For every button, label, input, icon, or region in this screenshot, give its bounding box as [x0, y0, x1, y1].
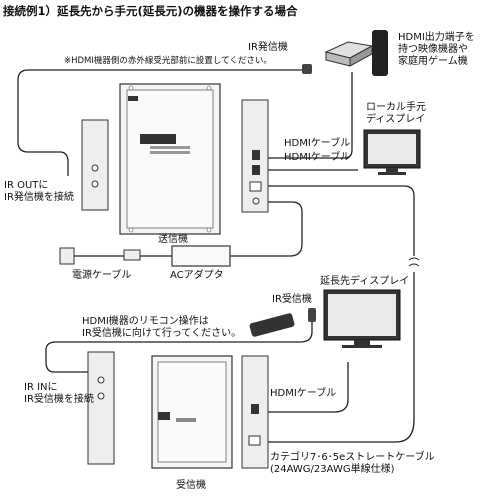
- hdmi-cable-label-2: HDMIケーブル: [284, 152, 351, 163]
- remote-display-label: 延長先ディスプレイ: [320, 276, 410, 287]
- hdmi-cable-label-1: HDMIケーブル: [284, 138, 351, 149]
- ir-in-label-2: IR受信機を接続: [24, 394, 94, 405]
- remote-note-1: HDMI機器のリモコン操作は: [82, 316, 209, 327]
- ir-emitter-cable: [17, 69, 302, 176]
- ac-adapter-label: ACアダプタ: [170, 270, 224, 281]
- ir-out-label-2: IR発信機を接続: [4, 192, 74, 203]
- lan-cable-long-2: [268, 272, 415, 443]
- lan-cable-long: [268, 185, 415, 256]
- remote-note-2: IR受信機に向けて行ってください。: [82, 328, 242, 339]
- ir-emitter-label: IR発信機: [248, 42, 288, 53]
- hdmi-source-label-3: 家庭用ゲーム機: [398, 56, 468, 67]
- power-cable: [230, 201, 303, 257]
- transmitter-unit: [81, 83, 269, 235]
- ir-emitter-device: [302, 64, 312, 74]
- hdmi-source-device: [324, 30, 388, 76]
- cables: [17, 69, 415, 443]
- cable-break-mark: [408, 257, 420, 267]
- cat-cable-label-2: (24AWG/23AWG単線仕様): [270, 464, 395, 475]
- transmitter-label: 送信機: [158, 234, 188, 245]
- ir-in-label-1: IR INに: [24, 382, 58, 393]
- ir-receiver-label: IR受信機: [272, 294, 312, 305]
- hdmi-cable-remote-display: [266, 362, 349, 413]
- remote-control: [249, 313, 295, 337]
- local-display: [363, 129, 421, 175]
- power-cable-label: 電源ケーブル: [72, 270, 132, 281]
- ir-emitter-note: ※HDMI機器側の赤外線受光部前に設置してください。: [64, 56, 272, 66]
- ac-adapter-device: [59, 245, 231, 267]
- receiver-unit: [87, 351, 269, 469]
- cat-cable-label-1: カテゴリ7･6･5eストレートケーブル: [270, 452, 435, 463]
- receiver-label: 受信機: [176, 480, 206, 491]
- diagram-title: 接続例1）延長先から手元(延長元)の機器を操作する場合: [3, 4, 298, 18]
- hdmi-source-label-2: 持つ映像機器や: [398, 44, 468, 55]
- hdmi-cable-label-3: HDMIケーブル: [270, 388, 337, 399]
- remote-display: [323, 289, 401, 348]
- local-display-label-2: ディスプレイ: [366, 114, 426, 125]
- ir-receiver-cable: [45, 320, 313, 373]
- local-display-label-1: ローカル手元: [366, 102, 426, 113]
- ir-receiver-device: [308, 308, 316, 322]
- ir-out-label-1: IR OUTに: [4, 180, 49, 191]
- hdmi-cable-source: [268, 72, 353, 159]
- hdmi-source-label-1: HDMI出力端子を: [398, 32, 475, 43]
